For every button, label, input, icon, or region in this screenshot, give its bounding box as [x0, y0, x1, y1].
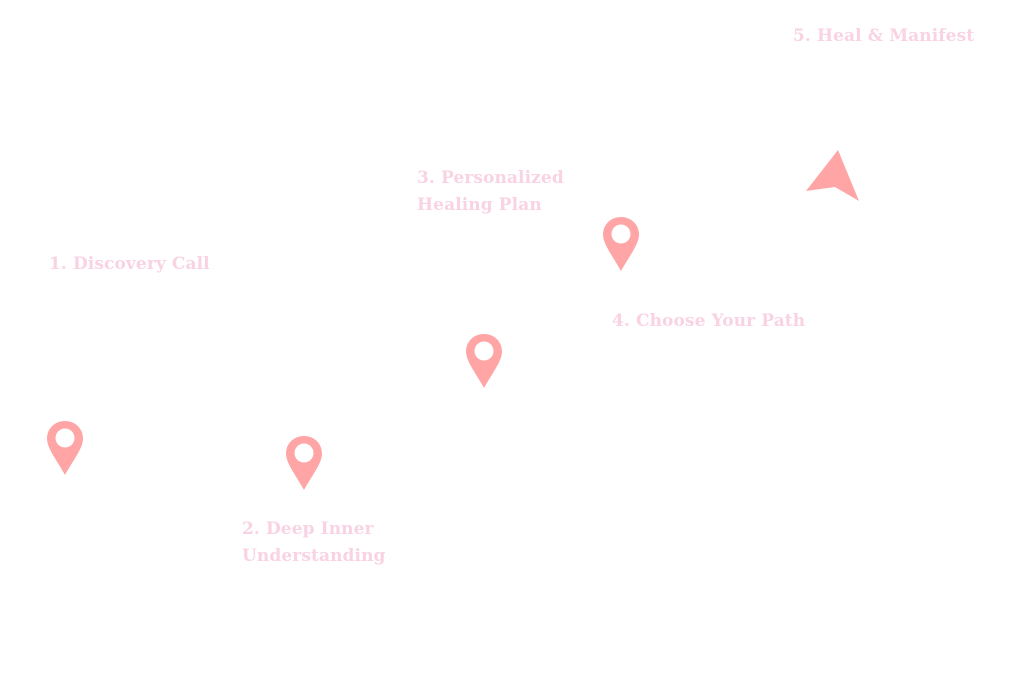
step-3-map-pin-icon — [466, 334, 502, 388]
step-4-label: 4. Choose Your Path — [612, 308, 805, 335]
step-2-label-line-2: Understanding — [242, 546, 386, 566]
step-1-label-line-1: 1. Discovery Call — [49, 254, 210, 274]
step-5-label-line-1: 5. Heal & Manifest — [793, 26, 975, 46]
step-1-label: 1. Discovery Call — [49, 251, 210, 278]
step-3-label-line-1: 3. Personalized — [417, 168, 564, 188]
step-2-label: 2. Deep Inner Understanding — [242, 516, 386, 570]
step-5-label: 5. Heal & Manifest — [793, 23, 974, 50]
step-5-navigation-arrow-icon — [806, 150, 859, 201]
step-3-label-line-2: Healing Plan — [417, 195, 542, 215]
step-4-label-line-1: 4. Choose Your Path — [612, 311, 806, 331]
step-3-label: 3. Personalized Healing Plan — [417, 165, 564, 219]
step-2-map-pin-icon — [286, 436, 322, 490]
step-2-label-line-1: 2. Deep Inner — [242, 519, 374, 539]
step-1-map-pin-icon — [47, 421, 83, 475]
step-4-map-pin-icon — [603, 217, 639, 271]
